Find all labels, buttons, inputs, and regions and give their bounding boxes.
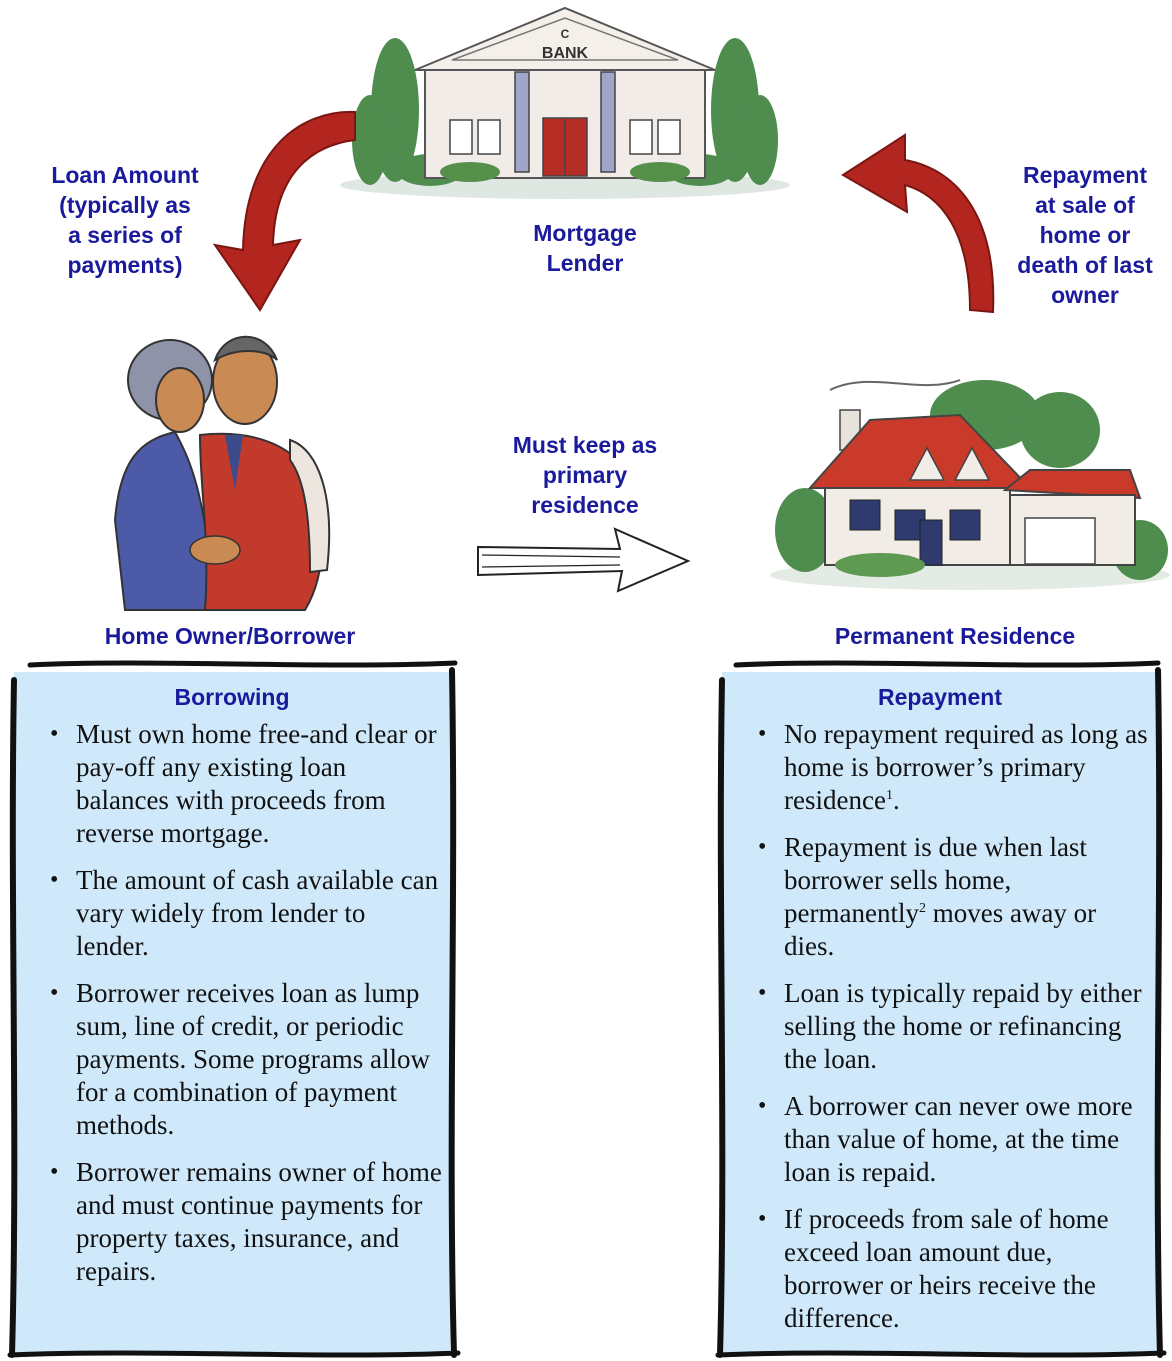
loan-flow-arrow <box>212 110 356 312</box>
borrowing-title: Borrowing <box>174 684 290 710</box>
borrower-couple-illustration <box>113 335 331 611</box>
house-illustration <box>770 379 1170 590</box>
pediment-letter: C <box>561 27 570 41</box>
list-item: Repayment is due when last borrower sell… <box>758 831 1158 963</box>
keep-residence-label: Must keep as primary residence <box>512 432 658 518</box>
bank-illustration: BANK C <box>340 6 790 199</box>
list-item: Loan is typically repaid by either selli… <box>758 977 1158 1076</box>
list-item: If proceeds from sale of home exceed loa… <box>758 1203 1158 1335</box>
loan-amount-label: Loan Amount (typically as a series of pa… <box>51 162 199 278</box>
repayment-title: Repayment <box>878 684 1002 710</box>
borrowing-list: Must own home free-and clear or pay-off … <box>14 718 450 1288</box>
list-item: The amount of cash available can vary wi… <box>50 864 450 963</box>
repayment-flow-arrow <box>841 133 995 314</box>
bank-sign: BANK <box>542 45 589 62</box>
borrower-caption: Home Owner/Borrower <box>104 623 356 649</box>
borrowing-panel: Borrowing Must own home free-and clear o… <box>14 672 450 1354</box>
list-item: Borrower remains owner of home and must … <box>50 1156 450 1288</box>
list-item: Must own home free-and clear or pay-off … <box>50 718 450 850</box>
repayment-flow-label: Repayment at sale of home or death of la… <box>1017 162 1153 308</box>
repayment-list: No repayment required as long as home is… <box>722 718 1158 1335</box>
list-item: A borrower can never owe more than value… <box>758 1090 1158 1189</box>
residence-caption: Permanent Residence <box>834 623 1076 649</box>
repayment-panel: Repayment No repayment required as long … <box>722 672 1158 1354</box>
list-item: No repayment required as long as home is… <box>758 718 1158 817</box>
mortgage-lender-label: Mortgage Lender <box>533 220 637 276</box>
residence-arrow <box>477 527 691 593</box>
list-item: Borrower receives loan as lump sum, line… <box>50 977 450 1142</box>
